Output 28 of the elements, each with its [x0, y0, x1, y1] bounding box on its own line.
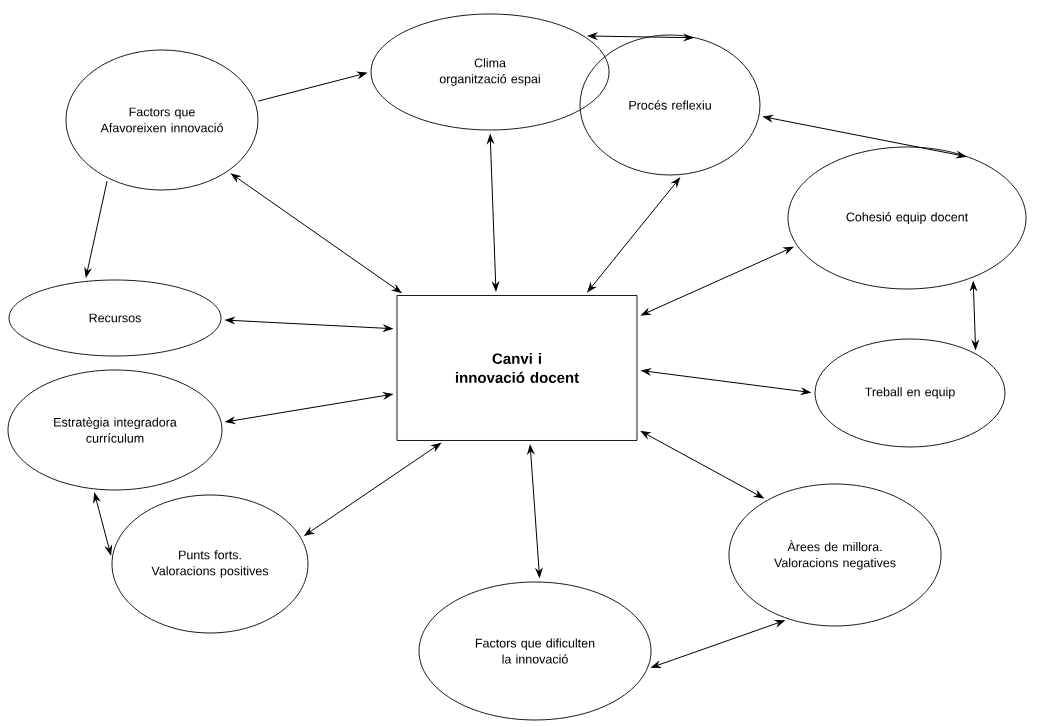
ellipse-node: Procés reflexiu [579, 34, 761, 176]
arrow [487, 134, 499, 292]
arrow [84, 180, 108, 278]
arrow [304, 442, 441, 536]
arrow [93, 493, 112, 556]
arrow [587, 32, 694, 41]
arrow [587, 177, 680, 293]
arrow [970, 281, 979, 350]
ellipse-node: Recursos [8, 279, 222, 357]
arrow [640, 431, 764, 499]
arrow [763, 115, 967, 159]
arrow [651, 620, 785, 668]
ellipse-node: Punts forts. Valoracions positives [111, 494, 309, 634]
ellipse-node: Factors que Afavoreixen innovació [65, 49, 259, 191]
arrow [257, 71, 367, 102]
arrow [641, 246, 794, 316]
arrow [641, 368, 811, 395]
ellipse-node: Clima organització espai [370, 13, 610, 131]
ellipse-node: Factors que dificulten la innovació [418, 581, 652, 721]
ellipse-node: Estratègia integradora currículum [7, 369, 223, 491]
arrow [225, 392, 393, 424]
arrow [225, 317, 393, 332]
process-box: Canvi i innovació docent [396, 295, 638, 441]
ellipse-node: Treball en equip [814, 338, 1006, 448]
arrow [527, 444, 543, 578]
arrow [231, 173, 402, 293]
ellipse-node: Cohesió equip docent [787, 146, 1027, 290]
ellipse-node: Àrees de millora. Valoracions negatives [728, 483, 942, 627]
